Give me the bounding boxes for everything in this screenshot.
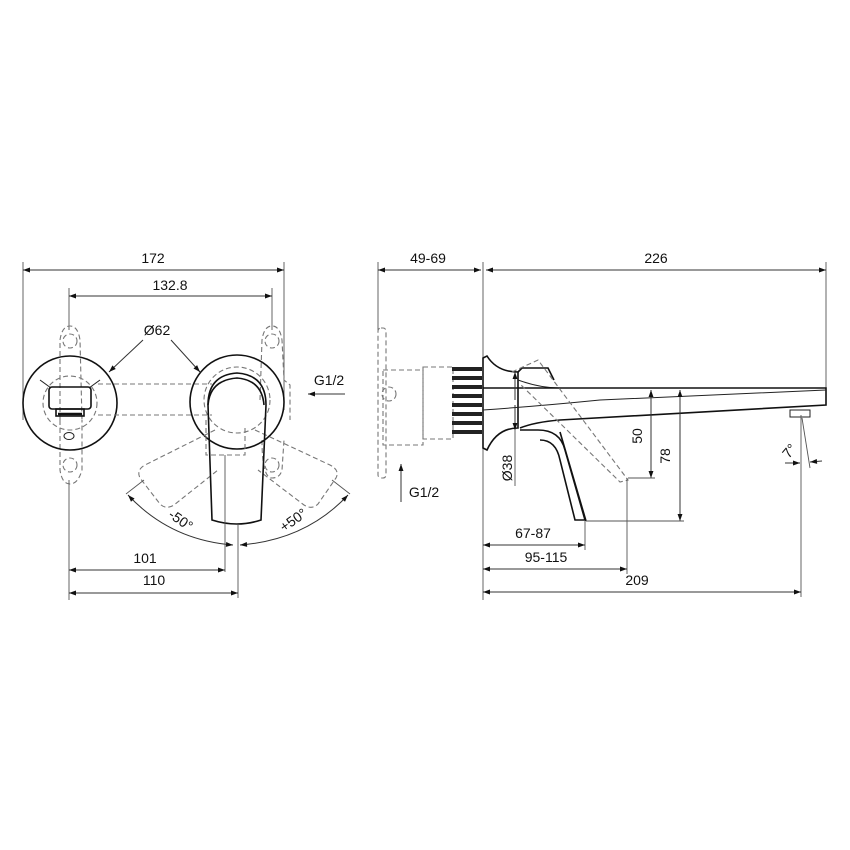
dim-label-49-69: 49-69 — [410, 250, 446, 266]
dim-label-95-115: 95-115 — [525, 549, 568, 565]
concealed-body — [377, 327, 482, 479]
dimension-rosette-diameter: Ø62 — [108, 322, 201, 373]
threaded-sleeve — [452, 367, 482, 434]
dim-label-50: 50 — [629, 428, 645, 444]
rotation-left-label: -50° — [166, 506, 196, 534]
mixer-rosette — [138, 325, 338, 525]
dimension-overall-width: 172 — [22, 250, 285, 420]
dim-label-d62: Ø62 — [144, 322, 171, 338]
dimension-outlet-angle: 7° — [779, 417, 823, 469]
dimension-escutcheon-diameter: Ø38 — [499, 372, 518, 486]
rotation-right-label: +50° — [277, 505, 310, 535]
dim-label-67-87: 67-87 — [515, 525, 551, 541]
dim-label-110: 110 — [143, 572, 166, 588]
inlet-label-side: G1/2 — [409, 484, 440, 500]
dimension-reach: 67-87 95-115 209 — [483, 415, 802, 597]
dim-label-101: 101 — [133, 550, 157, 566]
inlet-label-front: G1/2 — [314, 372, 345, 388]
spout-body — [482, 354, 827, 522]
dimension-spout-projection: 226 — [486, 250, 827, 388]
side-view: 49-69 226 — [377, 250, 827, 600]
dimension-handle-offsets: 101 110 — [68, 455, 239, 600]
dim-label-78: 78 — [657, 448, 673, 464]
dim-label-132-8: 132.8 — [152, 277, 187, 293]
dim-label-d38: Ø38 — [499, 455, 515, 482]
inlet-arrow-side: G1/2 — [398, 464, 440, 502]
dim-label-209: 209 — [625, 572, 649, 588]
outlet-angle-label: 7° — [779, 441, 800, 462]
dim-label-172: 172 — [141, 250, 165, 266]
dimension-mount-hole-spacing: 132.8 — [68, 277, 273, 330]
left-rosette — [22, 325, 212, 485]
inlet-arrow-front: G1/2 — [308, 372, 345, 397]
dim-label-226: 226 — [644, 250, 668, 266]
front-view: 172 132.8 Ø62 — [22, 250, 351, 600]
dimension-handle-heights: 50 78 — [586, 390, 684, 522]
